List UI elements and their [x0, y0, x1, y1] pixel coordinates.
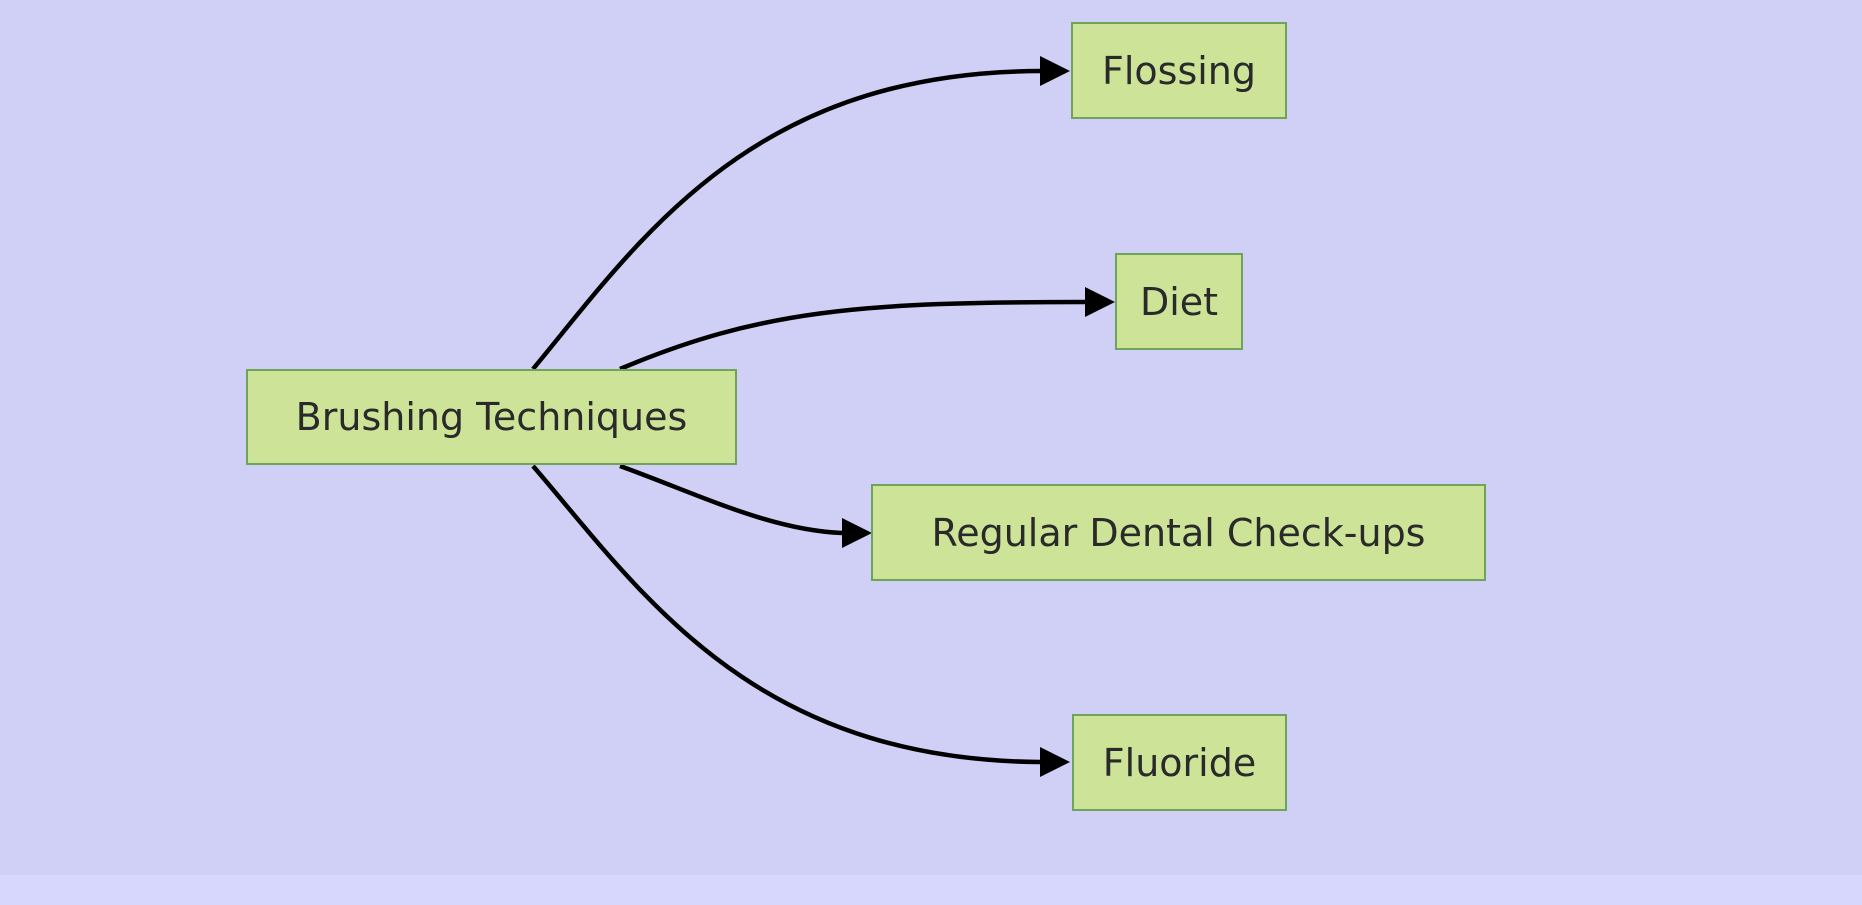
node-regular-dental-check-ups: Regular Dental Check-ups: [871, 484, 1486, 581]
arrowhead-fluoride: [1040, 747, 1070, 777]
edge-brushing-to-checkups: [619, 463, 843, 536]
edges-layer: [531, 56, 1115, 777]
diagram-canvas: Brushing Techniques Flossing Diet Regula…: [246, 22, 1486, 811]
arrowhead-checkups: [842, 518, 872, 548]
edge-brushing-to-diet: [619, 299, 1086, 372]
node-brushing-techniques: Brushing Techniques: [246, 369, 737, 465]
node-diet: Diet: [1115, 253, 1243, 350]
node-flossing: Flossing: [1071, 22, 1287, 119]
arrowhead-flossing: [1040, 56, 1070, 86]
edge-brushing-to-fluoride: [531, 464, 1041, 765]
edge-brushing-to-flossing: [531, 68, 1041, 371]
node-fluoride: Fluoride: [1072, 714, 1287, 811]
arrowhead-diet: [1085, 287, 1115, 317]
bottom-strip: [0, 875, 1862, 905]
